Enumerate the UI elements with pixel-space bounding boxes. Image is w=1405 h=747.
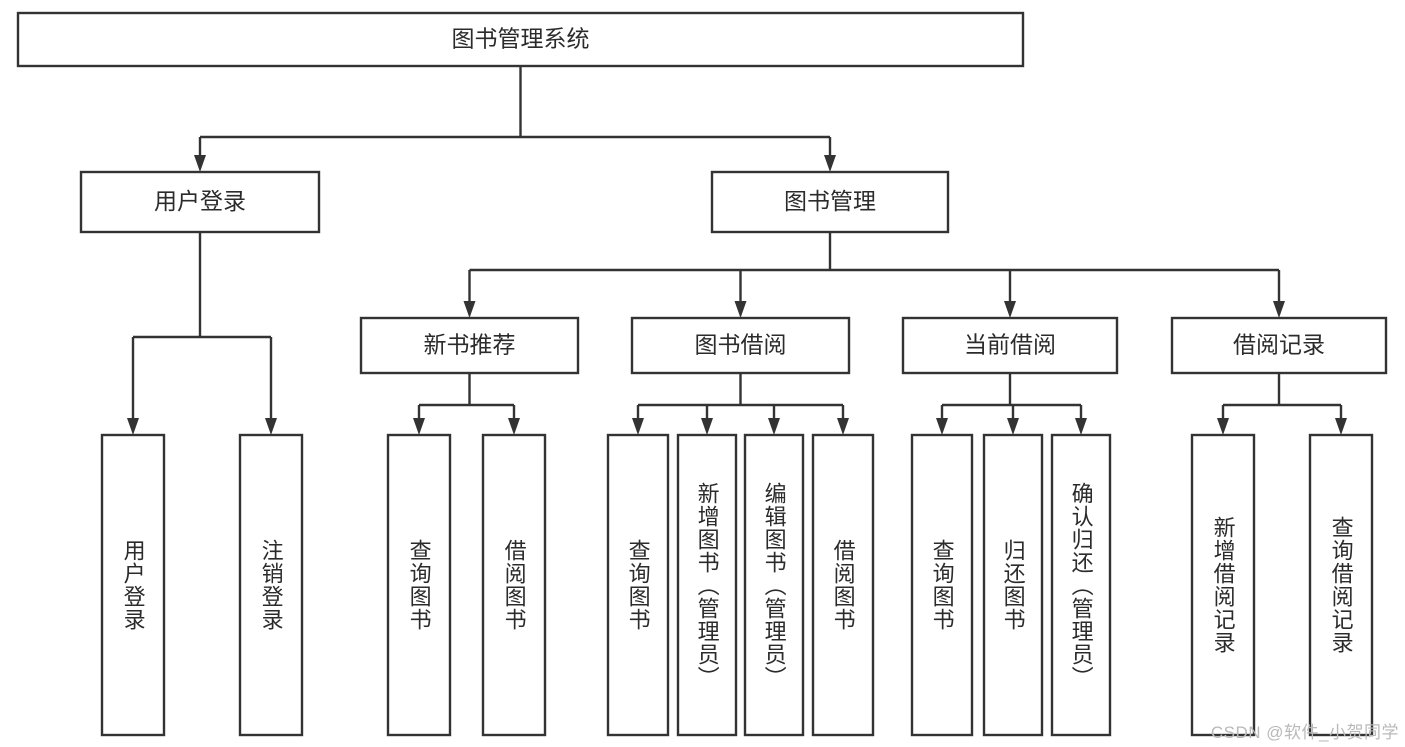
node-box-leaf-borrow-book-2[interactable] bbox=[811, 433, 875, 737]
arrow-down-icon bbox=[463, 301, 476, 318]
node-box-leaf-query-book-2[interactable] bbox=[606, 433, 670, 737]
node-box-current-borrow[interactable] bbox=[901, 316, 1119, 375]
node-box-book-borrow[interactable] bbox=[630, 316, 851, 375]
node-box-leaf-return-book[interactable] bbox=[982, 433, 1044, 737]
node-box-leaf-confirm-return[interactable] bbox=[1050, 433, 1112, 737]
node-label-borrow-record: 借阅记录 bbox=[1233, 332, 1325, 358]
arrow-down-icon bbox=[1007, 418, 1019, 435]
node-box-leaf-add-book[interactable] bbox=[676, 433, 738, 737]
arrow-down-icon bbox=[701, 418, 713, 435]
node-label-current-borrow: 当前借阅 bbox=[964, 332, 1056, 358]
csdn-watermark: CSDN @软件_小贺同学 bbox=[1210, 723, 1399, 742]
arrow-down-icon bbox=[413, 418, 425, 435]
node-box-leaf-borrow-book-1[interactable] bbox=[481, 433, 547, 737]
node-box-borrow-record[interactable] bbox=[1170, 316, 1388, 375]
arrow-down-icon bbox=[1217, 418, 1229, 435]
node-boxes bbox=[16, 11, 1388, 737]
node-box-leaf-query-book-1[interactable] bbox=[386, 433, 452, 737]
arrow-down-icon bbox=[127, 418, 139, 435]
arrow-down-icon bbox=[837, 418, 849, 435]
node-label-book-borrow: 图书借阅 bbox=[695, 332, 787, 358]
node-label-book-manage: 图书管理 bbox=[784, 188, 876, 214]
arrow-down-icon bbox=[508, 418, 520, 435]
node-box-new-book-rec[interactable] bbox=[359, 316, 580, 375]
node-box-user-login[interactable] bbox=[79, 170, 321, 234]
arrow-down-icon bbox=[632, 418, 644, 435]
node-box-root[interactable] bbox=[16, 11, 1025, 68]
node-box-leaf-logout[interactable] bbox=[238, 433, 304, 737]
node-label-root: 图书管理系统 bbox=[452, 26, 590, 52]
arrow-down-icon bbox=[194, 155, 206, 172]
node-box-leaf-user-login[interactable] bbox=[100, 433, 166, 737]
node-box-leaf-query-record[interactable] bbox=[1308, 433, 1374, 737]
node-label-new-book-rec: 新书推荐 bbox=[424, 332, 516, 358]
arrow-down-icon bbox=[265, 418, 277, 435]
node-box-leaf-edit-book[interactable] bbox=[743, 433, 805, 737]
arrow-down-icon bbox=[824, 155, 836, 172]
arrow-down-icon bbox=[1335, 418, 1347, 435]
arrow-down-icon bbox=[936, 418, 948, 435]
node-label-user-login: 用户登录 bbox=[154, 188, 246, 214]
connector-lines bbox=[127, 66, 1347, 435]
arrow-down-icon bbox=[768, 418, 780, 435]
arrow-down-icon bbox=[1004, 301, 1016, 318]
arrow-down-icon bbox=[1273, 301, 1285, 318]
arrow-down-icon bbox=[734, 301, 747, 318]
node-box-leaf-query-book-3[interactable] bbox=[910, 433, 974, 737]
node-box-book-manage[interactable] bbox=[710, 170, 950, 234]
arrow-down-icon bbox=[1075, 418, 1087, 435]
node-box-leaf-add-record[interactable] bbox=[1190, 433, 1256, 737]
